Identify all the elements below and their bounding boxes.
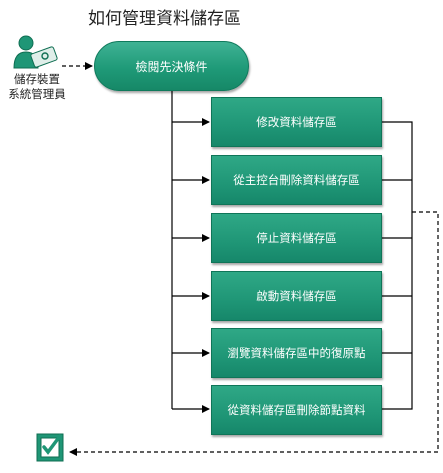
start-prerequisites-node: 檢閱先決條件 [94,41,249,91]
right-bracket [382,121,413,410]
step-start-datastore: 啟動資料儲存區 [211,271,382,321]
checkbox-complete-icon [36,431,64,467]
step-stop-datastore: 停止資料儲存區 [211,213,382,263]
role-label: 儲存裝置 系統管理員 [0,72,74,102]
step-browse-recovery-points: 瀏覽資料儲存區中的復原點 [211,328,382,378]
step-modify-datastore: 修改資料儲存區 [211,97,382,147]
role-label-line2: 系統管理員 [8,87,66,101]
to-end-dashed-arrow [69,211,439,456]
step-delete-node-data: 從資料儲存區刪除節點資料 [211,385,382,435]
admin-user-icon [12,34,62,76]
page-title: 如何管理資料儲存區 [88,9,241,29]
step-delete-datastore: 從主控台刪除資料儲存區 [211,155,382,205]
role-label-line1: 儲存裝置 [14,72,60,86]
